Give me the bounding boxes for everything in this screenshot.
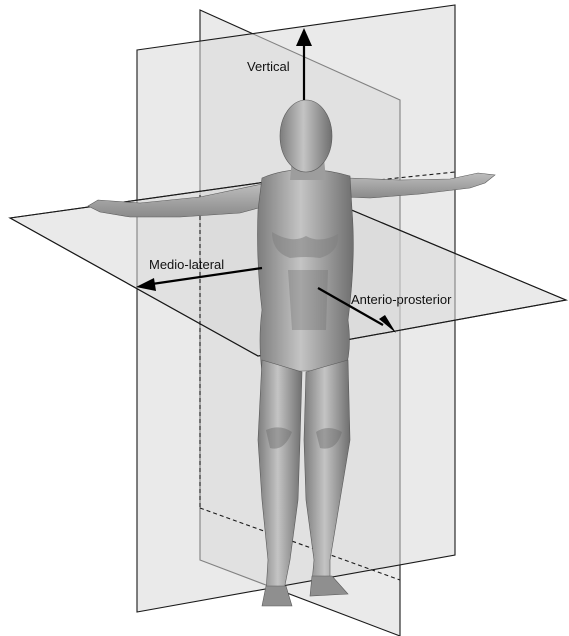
head [280,100,332,172]
vertical-label: Vertical [247,59,290,74]
mediolateral-label: Medio-lateral [149,257,224,272]
abdomen-shading [288,270,328,330]
anteroposterior-label: Anterio-prosterior [351,292,452,307]
